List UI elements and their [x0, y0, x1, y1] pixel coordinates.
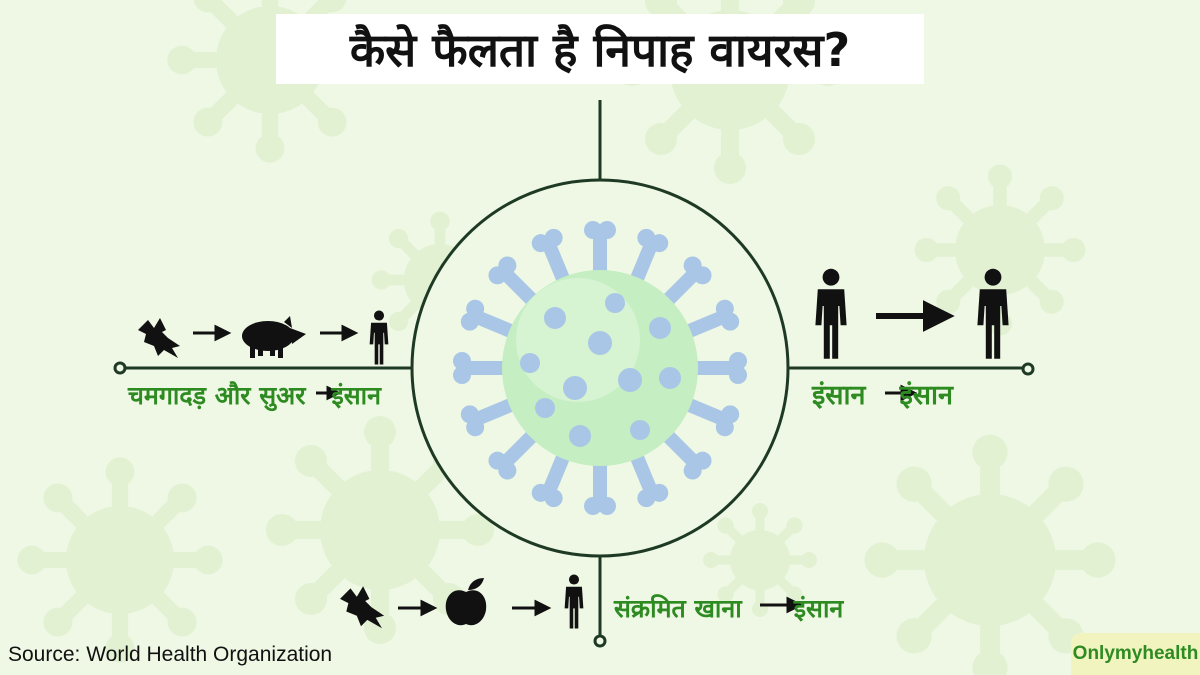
left-endpoint	[113, 361, 127, 375]
person-icon	[369, 310, 389, 365]
person-icon	[564, 574, 584, 629]
arrow-icon	[193, 324, 232, 342]
apple-icon	[445, 578, 487, 626]
arrow-icon	[512, 599, 552, 617]
route-lines	[120, 100, 1028, 640]
brand-name: Onlymyhealth	[1072, 643, 1199, 664]
route-label-food-target: इंसान	[793, 594, 844, 623]
bottom-endpoint	[593, 634, 607, 648]
virus-icon	[453, 221, 747, 515]
arrow-icon	[320, 324, 359, 342]
route-label-animals: चमगादड़ और सुअर इंसान	[128, 378, 381, 412]
route-label-animals-source: चमगादड़ और सुअर	[128, 381, 306, 410]
right-endpoint	[1021, 362, 1035, 376]
arrow-icon	[398, 599, 438, 617]
arrow-icon	[885, 384, 918, 402]
route-label-human-source: इंसान	[812, 380, 866, 411]
person-icon	[815, 268, 847, 359]
arrow-icon	[760, 596, 804, 614]
title-box: कैसे फैलता है निपाह वायरस?	[276, 14, 924, 84]
arrow-icon	[316, 385, 342, 401]
bat-icon	[138, 318, 180, 358]
route-label-food-source: संक्रमित खाना	[614, 594, 742, 623]
route-label-animals-target: इंसान	[331, 381, 381, 410]
route-label-human: इंसान इंसान	[812, 375, 953, 412]
page-title: कैसे फैलता है निपाह वायरस?	[349, 23, 851, 77]
source-note: Source: World Health Organization	[8, 643, 333, 666]
route-label-food: संक्रमित खाना इंसान	[614, 591, 843, 625]
arrow-icon	[876, 300, 955, 332]
pig-icon	[242, 316, 306, 358]
route-label-human-target: इंसान	[899, 380, 954, 411]
brand-logo: Onlymyhealth	[1071, 633, 1200, 675]
